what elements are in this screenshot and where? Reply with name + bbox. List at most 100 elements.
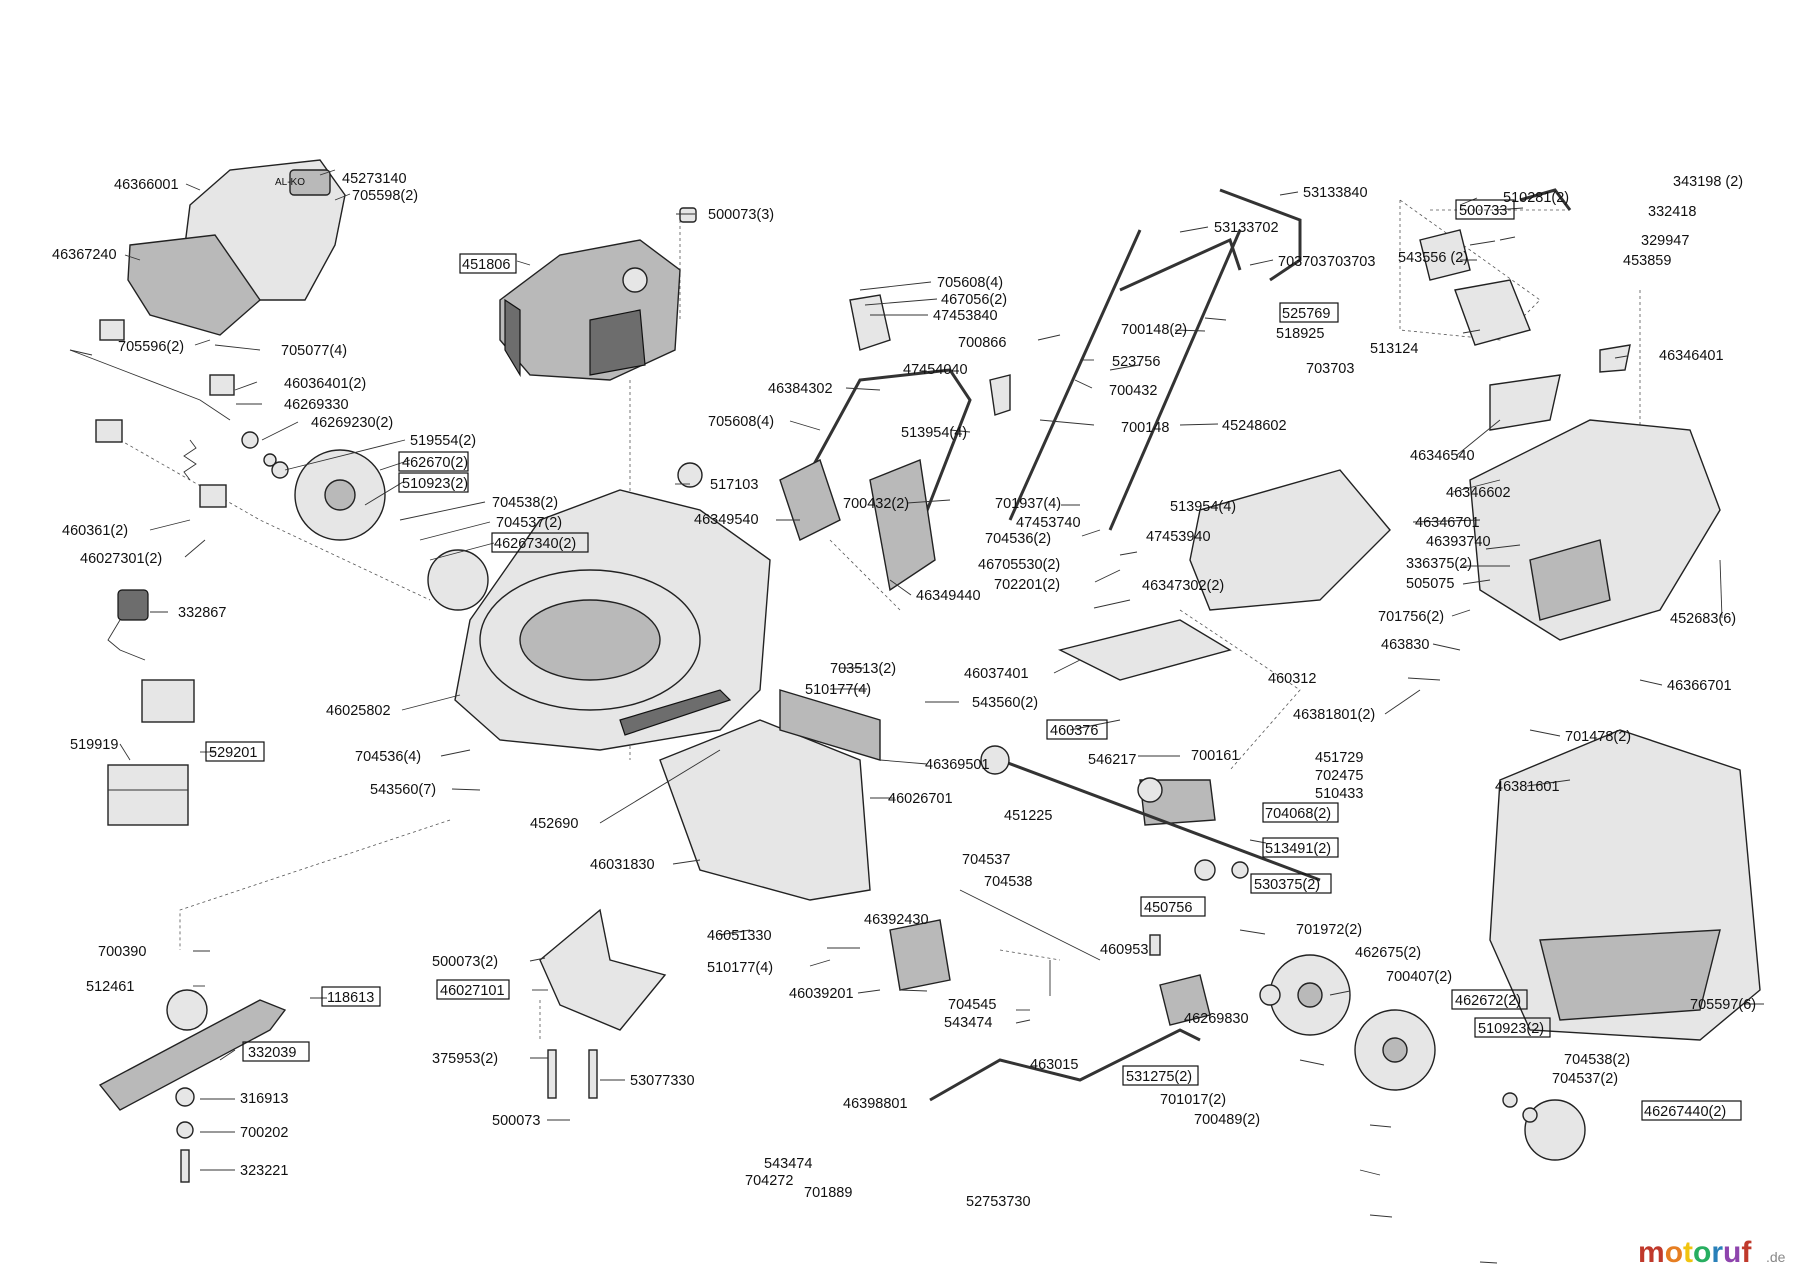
label-700432-2: 700432(2): [843, 496, 909, 512]
label-46369501: 46369501: [925, 757, 990, 773]
label-523756: 523756: [1112, 354, 1160, 370]
label-118613: 118613: [327, 990, 374, 1006]
label-53133702: 53133702: [1214, 220, 1279, 236]
label-543560-2: 543560(2): [972, 695, 1038, 711]
label-530375-2: 530375(2): [1254, 877, 1320, 893]
label-704068-2: 704068(2): [1265, 806, 1331, 822]
label-701478-2: 701478(2): [1565, 729, 1631, 745]
label-46384302: 46384302: [768, 381, 833, 397]
label-46347302-2: 46347302(2): [1142, 578, 1224, 594]
label-704537-2: 704537(2): [496, 515, 562, 531]
label-46393740: 46393740: [1426, 534, 1491, 550]
watermark-letter: o: [1693, 1236, 1711, 1269]
label-701017-2: 701017(2): [1160, 1092, 1226, 1108]
label-700148-2: 700148(2): [1121, 322, 1187, 338]
label-519919: 519919: [70, 737, 118, 753]
label-451729: 451729: [1315, 750, 1363, 766]
label-510923-2: 510923(2): [402, 476, 468, 492]
label-702475: 702475: [1315, 768, 1363, 784]
label-46267340-2: 46267340(2): [494, 536, 576, 552]
label-700161: 700161: [1191, 748, 1239, 764]
part-illustrations: AL-KO: [69, 159, 1761, 1183]
label-46027101: 46027101: [440, 983, 505, 999]
label-700407-2: 700407(2): [1386, 969, 1452, 985]
part-number-labels: 46366001 45273140 705598(2) 46367240 705…: [52, 171, 1756, 1210]
label-705608-4: 705608(4): [708, 414, 774, 430]
label-500073-2: 500073(2): [432, 954, 498, 970]
label-704536-4: 704536(4): [355, 749, 421, 765]
label-467056-2: 467056(2): [941, 292, 1007, 308]
label-510177-4: 510177(4): [805, 682, 871, 698]
label-701756-2: 701756(2): [1378, 609, 1444, 625]
label-46346701: 46346701: [1415, 515, 1480, 531]
label-47453940: 47453940: [1146, 529, 1211, 545]
label-500073-3: 500073(3): [708, 207, 774, 223]
label-46025802: 46025802: [326, 703, 391, 719]
label-452683-6: 452683(6): [1670, 611, 1736, 627]
label-46398801: 46398801: [843, 1096, 908, 1112]
label-460953: 460953: [1100, 942, 1148, 958]
label-453859: 453859: [1623, 253, 1671, 269]
watermark-letter: m: [1638, 1236, 1665, 1269]
label-704538-2-b: 704538(2): [1564, 1052, 1630, 1068]
label-46269230-2: 46269230(2): [311, 415, 393, 431]
label-543474-b: 543474: [764, 1156, 812, 1172]
label-46349440: 46349440: [916, 588, 981, 604]
label-460376: 460376: [1050, 723, 1098, 739]
label-46381801-2: 46381801(2): [1293, 707, 1375, 723]
label-46037401: 46037401: [964, 666, 1029, 682]
label-53133840: 53133840: [1303, 185, 1368, 201]
label-700489-2: 700489(2): [1194, 1112, 1260, 1128]
label-700432: 700432: [1109, 383, 1157, 399]
label-543474: 543474: [944, 1015, 992, 1031]
label-701937-4: 701937(4): [995, 496, 1061, 512]
label-510281-2: 510281(2): [1503, 190, 1569, 206]
label-705608-4-top: 705608(4): [937, 275, 1003, 291]
watermark-brand: motoruf: [1638, 1236, 1752, 1269]
label-701972-2: 701972(2): [1296, 922, 1362, 938]
label-705077-4: 705077(4): [281, 343, 347, 359]
label-46051330: 46051330: [707, 928, 772, 944]
label-700202: 700202: [240, 1125, 288, 1141]
label-500733: 500733: [1459, 203, 1507, 219]
label-46366701: 46366701: [1667, 678, 1732, 694]
label-510177-4-b: 510177(4): [707, 960, 773, 976]
label-703703: 703703: [1278, 254, 1326, 270]
label-513954-4: 513954(4): [901, 425, 967, 441]
label-543556-2: 543556 (2): [1398, 250, 1468, 266]
label-53077330: 53077330: [630, 1073, 695, 1089]
label-518925: 518925: [1276, 326, 1324, 342]
label-701889: 701889: [804, 1185, 852, 1201]
label-452690: 452690: [530, 816, 578, 832]
label-451806: 451806: [462, 257, 510, 273]
label-332867: 332867: [178, 605, 226, 621]
label-700866: 700866: [958, 335, 1006, 351]
label-513491-2: 513491(2): [1265, 841, 1331, 857]
label-46346401: 46346401: [1659, 348, 1724, 364]
watermark-tld: .de: [1766, 1249, 1786, 1265]
label-336375-2: 336375(2): [1406, 556, 1472, 572]
label-332039: 332039: [248, 1045, 296, 1061]
label-375953-2: 375953(2): [432, 1051, 498, 1067]
label-463015: 463015: [1030, 1057, 1078, 1073]
label-525769: 525769: [1282, 306, 1330, 322]
label-343198-2: 343198 (2): [1673, 174, 1743, 190]
label-704538-2: 704538(2): [492, 495, 558, 511]
label-705596-2: 705596(2): [118, 339, 184, 355]
label-505075: 505075: [1406, 576, 1454, 592]
label-46269330: 46269330: [284, 397, 349, 413]
label-46269830: 46269830: [1184, 1011, 1249, 1027]
label-46367240: 46367240: [52, 247, 117, 263]
label-46705530-2: 46705530(2): [978, 557, 1060, 573]
label-543560-7: 543560(7): [370, 782, 436, 798]
watermark-letter: r: [1711, 1236, 1723, 1269]
label-46366001: 46366001: [114, 177, 179, 193]
label-705598-2: 705598(2): [352, 188, 418, 204]
label-700148: 700148: [1121, 420, 1169, 436]
label-702201-2: 702201(2): [994, 577, 1060, 593]
label-45273140: 45273140: [342, 171, 407, 187]
label-704536-2: 704536(2): [985, 531, 1051, 547]
label-704537-2-b: 704537(2): [1552, 1071, 1618, 1087]
label-45248602: 45248602: [1222, 418, 1287, 434]
